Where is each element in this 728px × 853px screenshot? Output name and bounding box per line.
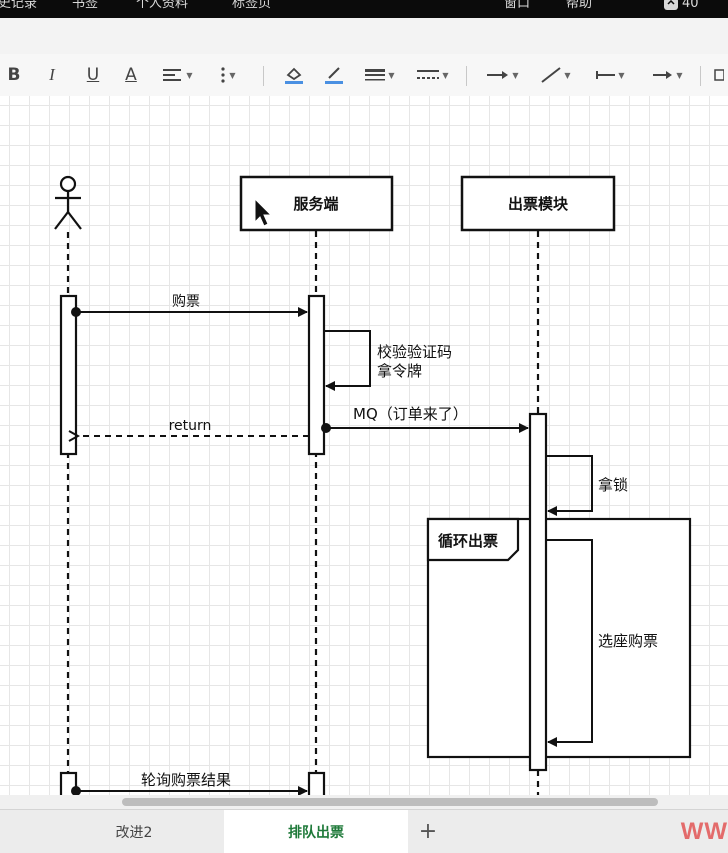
line-color-button[interactable] (322, 62, 346, 88)
participant-ticket-module-label: 出票模块 (508, 195, 569, 213)
message-select-seat-label: 选座购票 (598, 632, 658, 650)
tab-improve-2-label: 改进2 (115, 824, 153, 841)
menu-profile[interactable]: 个人资料 (136, 0, 189, 11)
line-color-icon (325, 67, 343, 84)
font-color-icon: A (125, 65, 137, 85)
menu-window[interactable]: 窗口 (504, 0, 531, 11)
message-select-seat[interactable]: 选座购票 (546, 539, 658, 747)
extra-tool-button[interactable] (712, 62, 726, 88)
diagram-canvas[interactable]: 服务端 出票模块 循环出票 购票 校验验证码 拿令牌 (0, 96, 728, 796)
menu-bar: 史记录 书签 个人资料 标签页 窗口 帮助 40 (0, 0, 728, 18)
loop-frame[interactable]: 循环出票 (426, 517, 692, 759)
tab-improve-2[interactable]: 改进2 (44, 810, 224, 853)
text-align-icon (163, 69, 182, 81)
menu-bookmarks[interactable]: 书签 (72, 0, 99, 11)
bold-button[interactable]: B (4, 62, 24, 88)
more-icon (221, 67, 226, 83)
waypoint-icon (541, 67, 562, 83)
line-style-button[interactable]: ▼ (412, 62, 454, 88)
toolbar-divider (263, 66, 264, 86)
horizontal-scrollbar[interactable] (0, 795, 728, 809)
fill-color-button[interactable] (282, 62, 306, 88)
message-poll-result[interactable]: 轮询购票结果 (71, 771, 308, 796)
line-end-button[interactable]: ▼ (648, 62, 688, 88)
message-return-label: return (169, 418, 212, 434)
actor-activation[interactable] (59, 294, 78, 456)
format-toolbar: B I U A ▼ ▼ ▼ ▼ ▼ ▼ ▼ ▼ (0, 54, 728, 97)
message-verify-code[interactable]: 校验验证码 拿令牌 (324, 330, 452, 391)
participant-ticket-module[interactable]: 出票模块 (460, 175, 616, 232)
underline-button[interactable]: U (82, 62, 104, 88)
actor-icon[interactable] (54, 175, 82, 230)
italic-button[interactable]: I (42, 62, 62, 88)
menu-help[interactable]: 帮助 (566, 0, 593, 11)
app-header (0, 18, 728, 55)
toolbar-divider (466, 66, 467, 86)
line-weight-icon (365, 69, 386, 81)
line-start-icon (596, 71, 616, 79)
page-tabs-bar: 改进2 排队出票 + WW (0, 809, 728, 853)
message-buy-ticket-label: 购票 (172, 294, 200, 310)
add-page-button[interactable]: + (408, 810, 448, 853)
scrollbar-thumb[interactable] (122, 798, 658, 806)
message-verify-code-label-2: 拿令牌 (377, 362, 422, 380)
tab-queue-ticketing-label: 排队出票 (288, 824, 344, 841)
message-verify-code-label-1: 校验验证码 (377, 343, 452, 361)
message-poll-result-label: 轮询购票结果 (141, 771, 231, 789)
message-get-lock-label: 拿锁 (598, 476, 628, 494)
extra-tool-icon (714, 69, 724, 81)
menu-history[interactable]: 史记录 (0, 0, 38, 11)
badge-count: 40 (682, 0, 699, 11)
participant-server-label: 服务端 (293, 195, 338, 213)
connection-arrow-button[interactable]: ▼ (482, 62, 524, 88)
tab-queue-ticketing[interactable]: 排队出票 (224, 810, 408, 853)
plus-icon: + (418, 819, 438, 844)
fill-color-icon (285, 67, 303, 84)
toolbar-divider (700, 66, 701, 86)
message-buy-ticket[interactable]: 购票 (71, 294, 308, 317)
bold-icon: B (7, 65, 21, 85)
brand-watermark: WW (680, 818, 728, 845)
message-mq-label: MQ（订单来了） (353, 405, 468, 423)
ticket-module-activation[interactable] (528, 412, 548, 772)
line-start-button[interactable]: ▼ (590, 62, 630, 88)
line-weight-button[interactable]: ▼ (360, 62, 400, 88)
menu-tabs[interactable]: 标签页 (232, 0, 272, 11)
notification-icon (664, 0, 678, 10)
line-style-icon (417, 70, 440, 79)
waypoints-button[interactable]: ▼ (536, 62, 576, 88)
text-align-button[interactable]: ▼ (158, 62, 198, 88)
message-get-lock[interactable]: 拿锁 (546, 455, 628, 516)
server-activation-2[interactable] (307, 771, 326, 796)
server-activation[interactable] (307, 294, 326, 456)
loop-label: 循环出票 (438, 532, 498, 550)
status-badge[interactable]: 40 (664, 0, 699, 12)
line-end-icon (653, 71, 673, 79)
underline-icon: U (86, 65, 100, 85)
mouse-cursor-icon (254, 197, 273, 227)
message-return[interactable]: return (78, 418, 309, 436)
italic-icon: I (49, 65, 55, 84)
message-mq[interactable]: MQ（订单来了） (321, 405, 529, 433)
arrow-connection-icon (487, 71, 509, 79)
font-color-button[interactable]: A (120, 62, 142, 88)
more-options-button[interactable]: ▼ (214, 62, 242, 88)
